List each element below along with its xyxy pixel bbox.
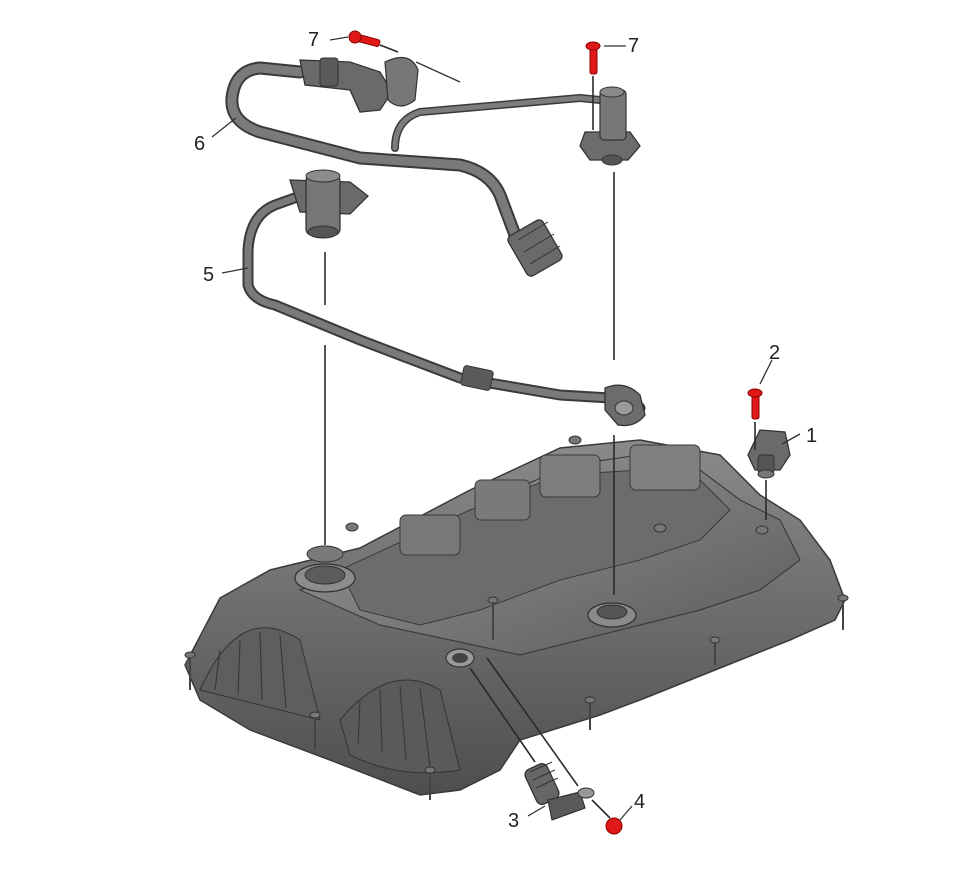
callouts: 1 2 3 4 5 6 7 7 bbox=[194, 29, 817, 832]
callout-6: 6 bbox=[194, 133, 205, 155]
leader-lines bbox=[211, 36, 801, 821]
callout-2: 2 bbox=[769, 342, 780, 364]
pcv-valve-right bbox=[579, 86, 641, 166]
bolt-4 bbox=[605, 817, 623, 835]
callout-4: 4 bbox=[634, 791, 645, 813]
callout-7-right: 7 bbox=[628, 35, 639, 57]
callout-7-left: 7 bbox=[308, 29, 319, 51]
assembly-lines bbox=[324, 44, 767, 819]
callout-5: 5 bbox=[203, 264, 214, 286]
breather-hose-5 bbox=[242, 169, 646, 427]
callout-3: 3 bbox=[508, 810, 519, 832]
pcv-tube bbox=[391, 94, 604, 152]
bolt-7-upper-right bbox=[585, 41, 601, 75]
sensor-1 bbox=[747, 429, 791, 479]
breather-hose-6 bbox=[225, 56, 563, 277]
bolt-2 bbox=[747, 388, 763, 420]
callout-1: 1 bbox=[806, 425, 817, 447]
valve-cover bbox=[184, 435, 849, 800]
sensor-3 bbox=[524, 761, 595, 821]
bolt-7-upper-left bbox=[348, 30, 381, 48]
